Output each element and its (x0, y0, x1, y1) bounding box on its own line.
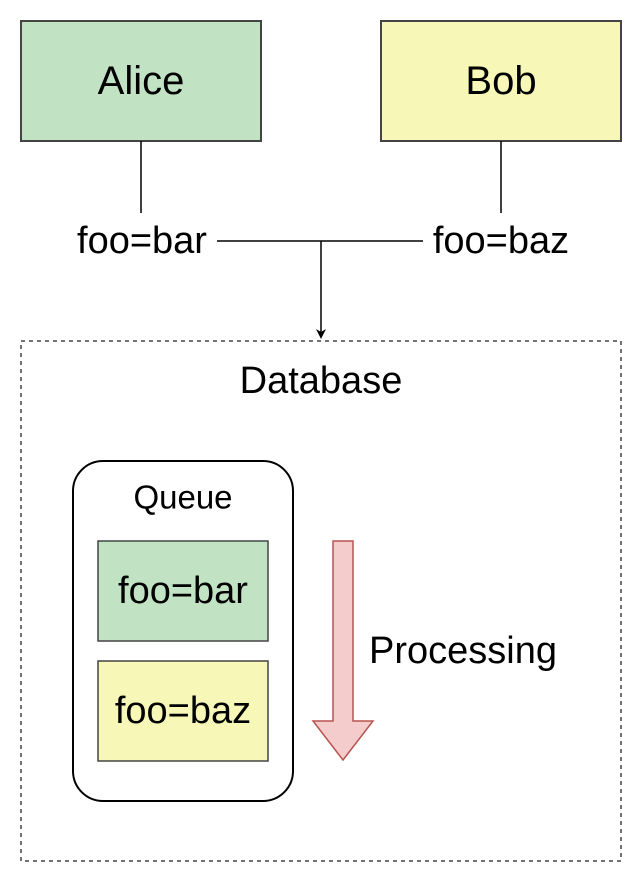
queue-item-label: foo=baz (115, 690, 251, 732)
queue-container[interactable]: Queue foo=bar foo=baz (72, 460, 294, 802)
processing-indicator: Processing (311, 540, 557, 762)
processing-arrow-icon (311, 540, 375, 762)
connector-lines (140, 141, 502, 339)
alice-edge-label: foo=bar (77, 220, 207, 262)
database-title: Database (240, 360, 403, 402)
alice-node[interactable]: Alice (20, 20, 262, 142)
bob-label: Bob (465, 59, 536, 103)
queue-title: Queue (133, 479, 232, 516)
queue-item-box (97, 540, 269, 642)
bob-edge-label: foo=baz (433, 220, 569, 262)
bob-node[interactable]: Bob (380, 20, 622, 142)
bob-box (380, 20, 622, 142)
database-box (20, 340, 622, 862)
processing-label: Processing (369, 630, 557, 672)
queue-item[interactable]: foo=bar (97, 540, 269, 642)
queue-item[interactable]: foo=baz (97, 660, 269, 762)
database-container[interactable]: Database (20, 340, 622, 862)
alice-box (20, 20, 262, 142)
alice-label: Alice (98, 59, 185, 103)
queue-item-label: foo=bar (118, 570, 248, 612)
queue-item-box (97, 660, 269, 762)
